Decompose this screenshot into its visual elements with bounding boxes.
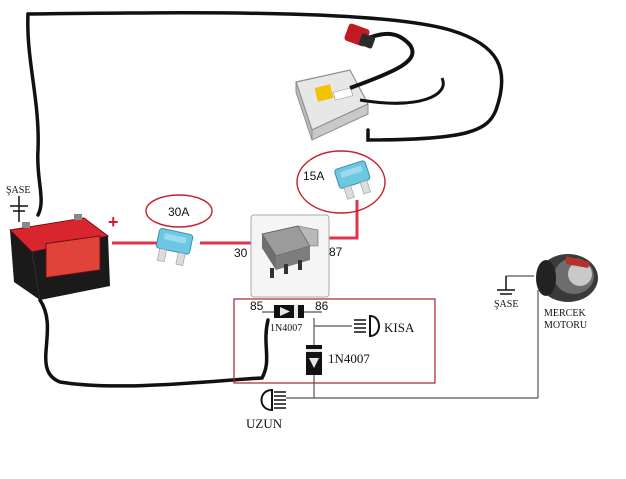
- kisa-lamp-label: KISA: [384, 320, 415, 335]
- fuse-15-ellipse: [296, 150, 386, 214]
- relay-pin-86: 86: [315, 299, 329, 313]
- battery-plus-sign: +: [108, 212, 119, 232]
- relay-pin-85: 85: [250, 299, 264, 313]
- motor-ground-symbol: [497, 275, 534, 295]
- diode-a-label: 1N4007: [270, 323, 302, 334]
- kisa-lamp-icon: [354, 314, 380, 338]
- fuse-30a: [155, 228, 194, 266]
- fuse-15a: [334, 160, 371, 200]
- battery: [8, 214, 110, 300]
- relay-pin-87: 87: [329, 245, 343, 259]
- ground-loop-wire-bottom: [38, 298, 270, 388]
- ground-loop-wire: [26, 11, 504, 142]
- diode-b: [306, 345, 322, 375]
- fuse-30a-label: 30A: [168, 205, 189, 219]
- motor-label-line2: MOTORU: [544, 320, 588, 331]
- fuse-15a-label: 15A: [303, 169, 324, 183]
- fuse-30-ellipse: [145, 194, 213, 228]
- battery-ground-label: ŞASE: [6, 185, 30, 196]
- relay: [250, 214, 330, 298]
- uzun-lamp-icon: [260, 388, 286, 412]
- battery-ground-symbol: [10, 196, 28, 222]
- wire-87-to-fuse15: [328, 200, 359, 240]
- motor-ground-label: ŞASE: [494, 299, 518, 310]
- ground-loop-wire-left: [26, 12, 43, 217]
- motor-label-line1: MERCEK: [544, 308, 586, 319]
- diode-a: [274, 305, 304, 318]
- uzun-lamp-label: UZUN: [246, 416, 283, 431]
- relay-pin-30: 30: [234, 246, 248, 260]
- diode-box: [233, 298, 436, 384]
- diode-b-label: 1N4007: [328, 351, 370, 366]
- xenon-ballast: [295, 23, 445, 141]
- projector-motor: [536, 254, 598, 302]
